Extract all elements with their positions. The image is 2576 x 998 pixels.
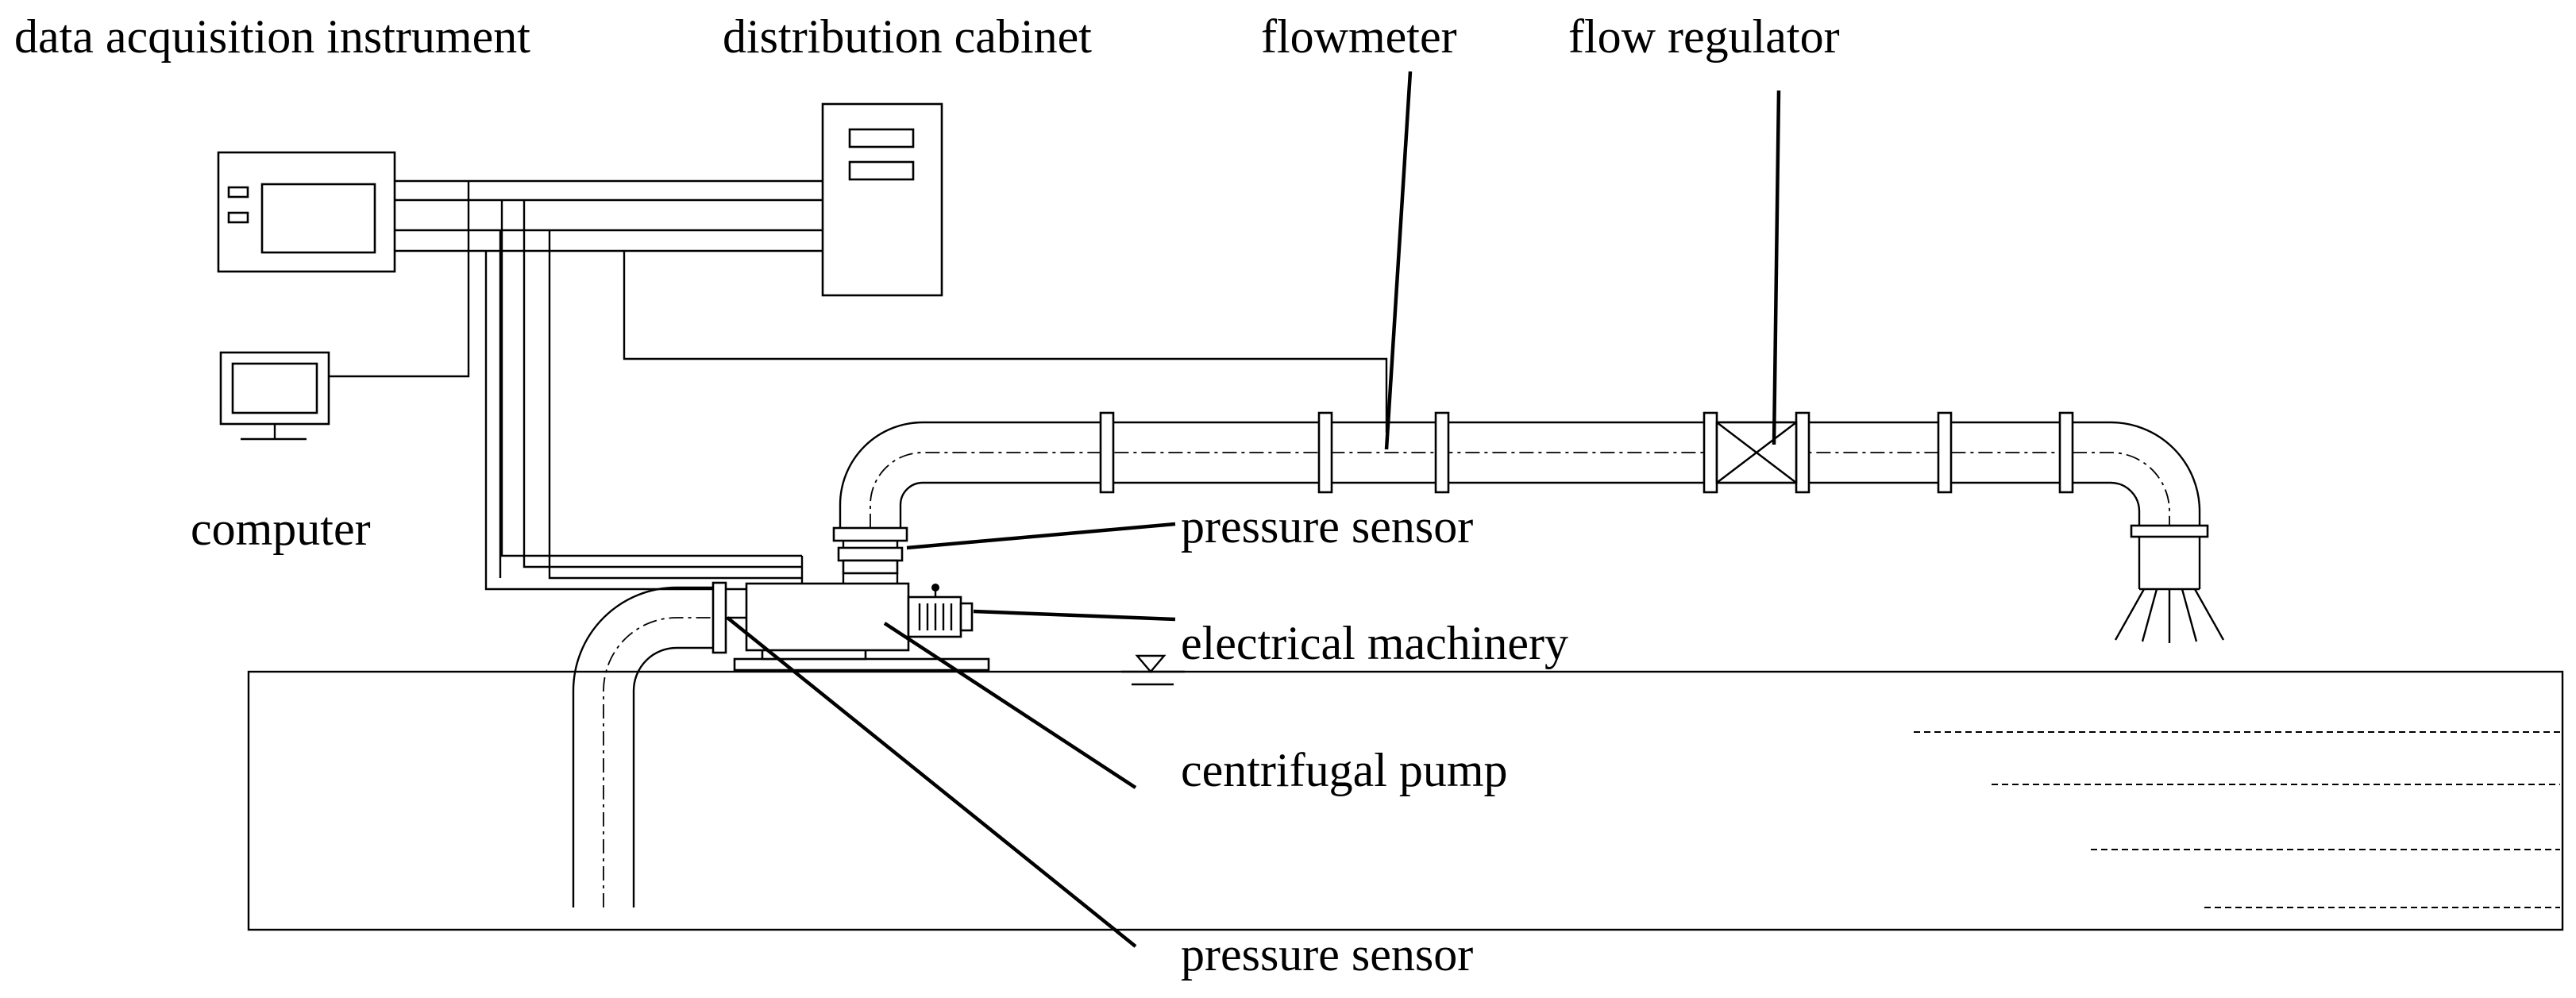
label-computer: computer — [191, 503, 371, 555]
flow-regulator-valve — [1703, 411, 1811, 494]
leader-flow-regulator — [1772, 90, 1781, 445]
distribution-cabinet — [821, 102, 943, 297]
label-flowmeter: flowmeter — [1261, 10, 1457, 63]
label-flow-regulator: flow regulator — [1568, 10, 1840, 63]
computer — [219, 351, 330, 441]
leader-lines — [726, 71, 1781, 948]
pump-base — [733, 648, 990, 672]
water-tank — [247, 670, 2564, 931]
label-pressure-sensor-inlet: pressure sensor — [1181, 928, 1473, 981]
water-level-symbol — [1121, 654, 1185, 686]
label-centrifugal-pump: centrifugal pump — [1181, 744, 1508, 796]
label-distribution-cabinet: distribution cabinet — [723, 10, 1092, 63]
data-acquisition-instrument — [217, 151, 396, 273]
electrical-machinery — [907, 584, 974, 638]
suction-pipe — [572, 581, 727, 907]
discharge-pipe — [839, 411, 2074, 528]
leader-centrifugal-pump — [883, 622, 1137, 789]
leader-electrical-machinery — [973, 609, 1176, 622]
label-pressure-sensor-outlet: pressure sensor — [1181, 500, 1473, 553]
leader-pressure-sensor-outlet — [906, 522, 1176, 550]
leader-pressure-sensor-inlet — [726, 616, 1137, 948]
outlet-riser — [832, 526, 908, 584]
signal-cables — [329, 179, 1388, 591]
leader-flowmeter — [1384, 71, 1413, 450]
label-data-acquisition-instrument: data acquisition instrument — [14, 10, 530, 63]
outlet-elbow-nozzle — [2073, 421, 2225, 643]
label-electrical-machinery: electrical machinery — [1181, 617, 1568, 669]
